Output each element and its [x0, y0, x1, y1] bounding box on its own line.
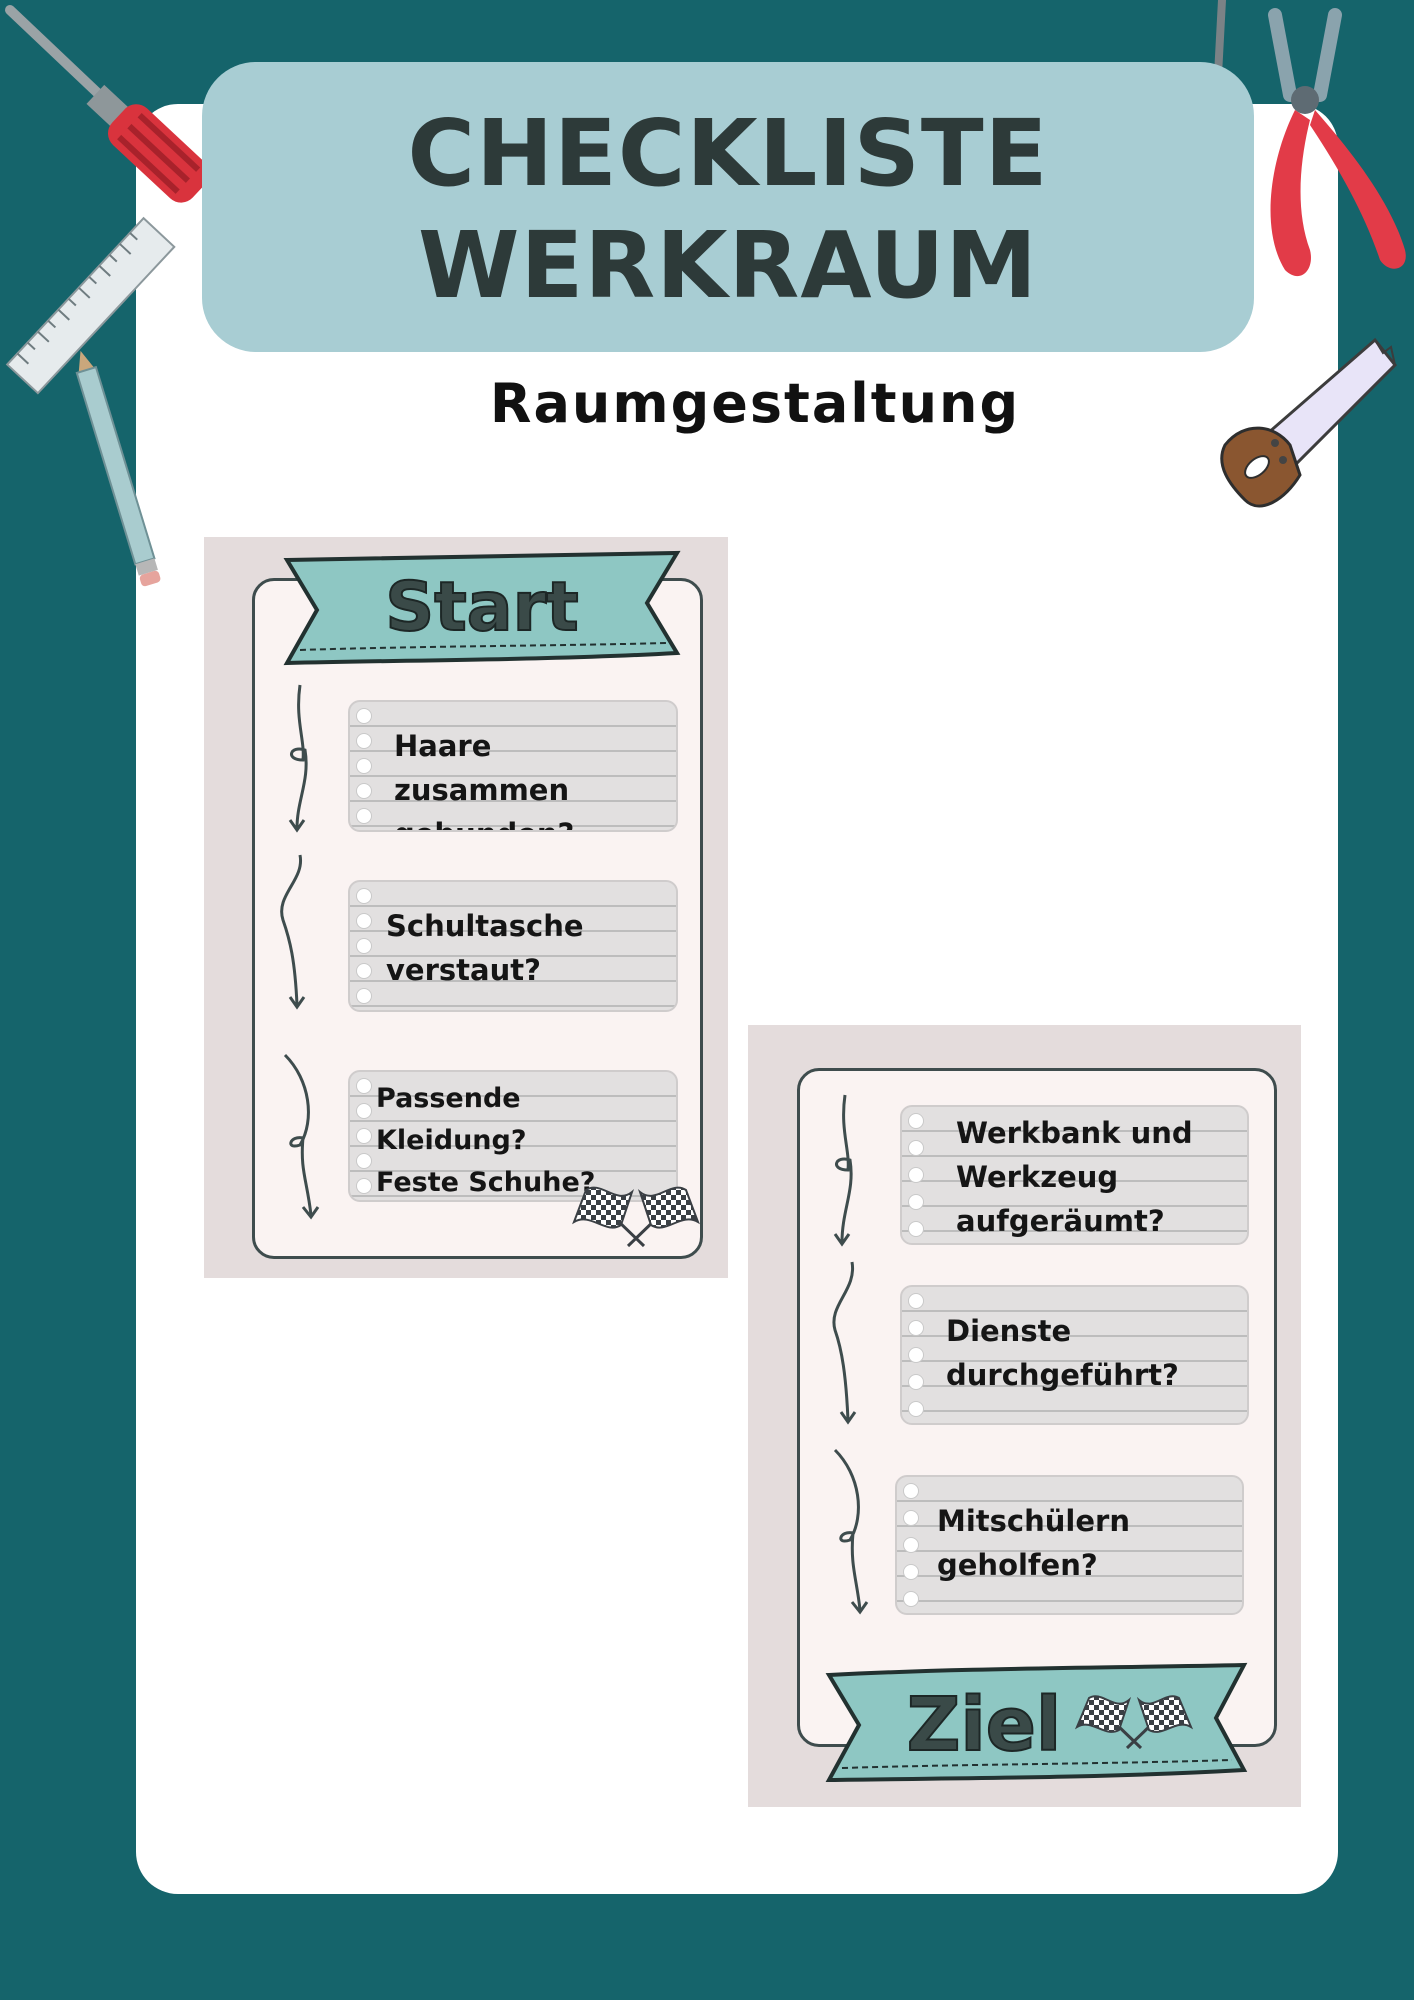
screwdriver-icon — [5, 5, 210, 203]
start-banner: Start — [283, 550, 681, 666]
pliers-icon — [1268, 8, 1406, 277]
goal-item-3-text: Mitschülern geholfen? — [937, 1504, 1130, 1582]
start-item-3[interactable]: Passende Kleidung? Feste Schuhe? Schmuck… — [348, 1070, 678, 1202]
checkered-flags-icon — [1074, 1695, 1194, 1750]
start-item-1[interactable]: Haare zusammen gebunden? — [348, 700, 678, 832]
start-banner-label: Start — [385, 568, 578, 647]
pencil-icon — [75, 350, 161, 587]
goal-item-3[interactable]: Mitschülern geholfen? — [895, 1475, 1244, 1615]
goal-banner: Ziel — [825, 1662, 1248, 1783]
start-item-3-text: Passende Kleidung? Feste Schuhe? Schmuck… — [376, 1083, 596, 1198]
goal-item-2-text: Dienste durchgeführt? — [946, 1314, 1179, 1392]
goal-item-1[interactable]: Werkbank und Werkzeug aufgeräumt? — [900, 1105, 1249, 1245]
start-item-2[interactable]: Schultasche verstaut? — [348, 880, 678, 1012]
start-item-1-text: Haare zusammen gebunden? — [394, 729, 574, 830]
goal-item-1-text: Werkbank und Werkzeug aufgeräumt? — [956, 1116, 1193, 1238]
title-box: CHECKLISTE WERKRAUM — [202, 62, 1254, 352]
goal-item-2[interactable]: Dienste durchgeführt? — [900, 1285, 1249, 1425]
title-line-2: WERKRAUM — [418, 212, 1038, 319]
ruler-icon — [5, 216, 176, 395]
saw-icon — [1220, 337, 1398, 508]
subtitle: Raumgestaltung — [489, 372, 1021, 435]
title-line-1: CHECKLISTE — [407, 100, 1049, 207]
checkered-flags-icon — [572, 1186, 700, 1248]
goal-banner-label: Ziel — [907, 1682, 1062, 1768]
goal-arrows — [832, 1094, 869, 1615]
start-arrows — [280, 684, 320, 1220]
start-item-2-text: Schultasche verstaut? — [386, 909, 584, 987]
